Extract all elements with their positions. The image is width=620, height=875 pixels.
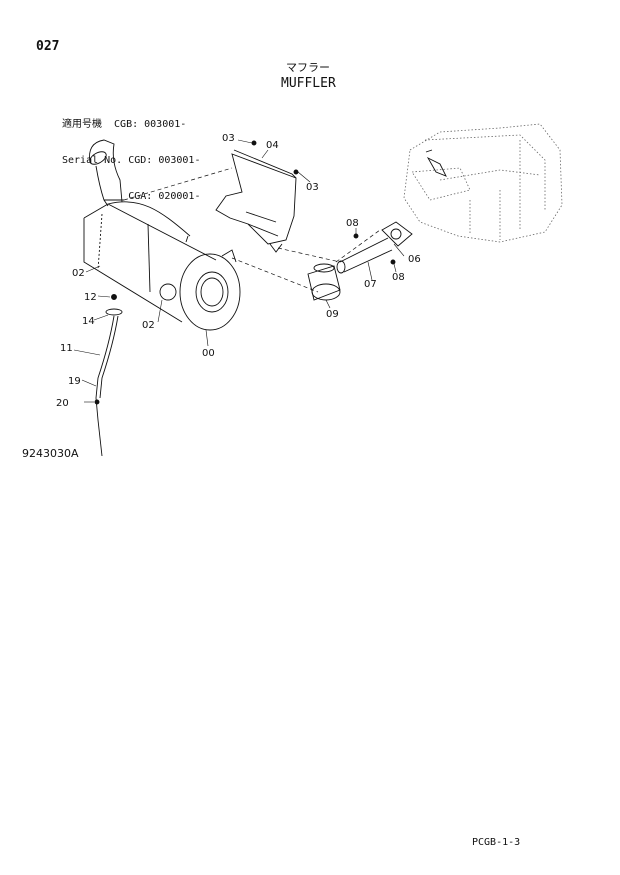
flange-gasket [381,221,413,247]
callout-19: 19 [68,376,81,387]
heat-shield [215,149,297,253]
callout-08-upper: 08 [346,218,359,229]
callout-09: 09 [326,309,339,320]
callout-00: 00 [202,348,215,359]
small-hardware [94,140,396,405]
title-english: MUFFLER [281,76,336,91]
muffler-body [83,201,241,331]
serial-line-2: Serial No. CGD: 003001- [62,155,201,166]
drain-tube [95,308,123,457]
callout-04: 04 [266,140,279,151]
engine-reference-outline [403,123,563,243]
engine-highlight-part [425,149,447,177]
callout-06: 06 [408,254,421,265]
callout-leaders [73,139,405,403]
serial-line-1: 適用号機 CGB: 003001- [62,119,187,130]
callout-12: 12 [84,292,97,303]
figure-id: 9243030A [22,447,79,460]
serial-applicability: 適用号機 CGB: 003001- Serial No. CGD: 003001… [62,95,200,215]
exhaust-pipe [336,237,393,274]
callout-02-mid: 02 [142,320,155,331]
callout-02-left: 02 [72,268,85,279]
tail-pipe [89,139,124,207]
leader-lines [123,167,381,293]
callout-20: 20 [56,398,69,409]
footer-code: PCGB-1-3 [472,837,521,848]
callout-03-left: 03 [222,133,235,144]
callout-08-lower: 08 [392,272,405,283]
title-japanese: マフラー [286,61,330,74]
callout-labels: 00 02 02 03 03 04 06 07 08 08 09 11 12 1… [56,133,421,409]
serial-line-3: CGA: 020001- [62,191,201,202]
callout-11: 11 [60,343,73,354]
clamp-part [307,263,341,301]
page-number: 027 [36,39,60,54]
callout-07: 07 [364,279,377,290]
callout-14: 14 [82,316,95,327]
callout-03-right: 03 [306,182,319,193]
